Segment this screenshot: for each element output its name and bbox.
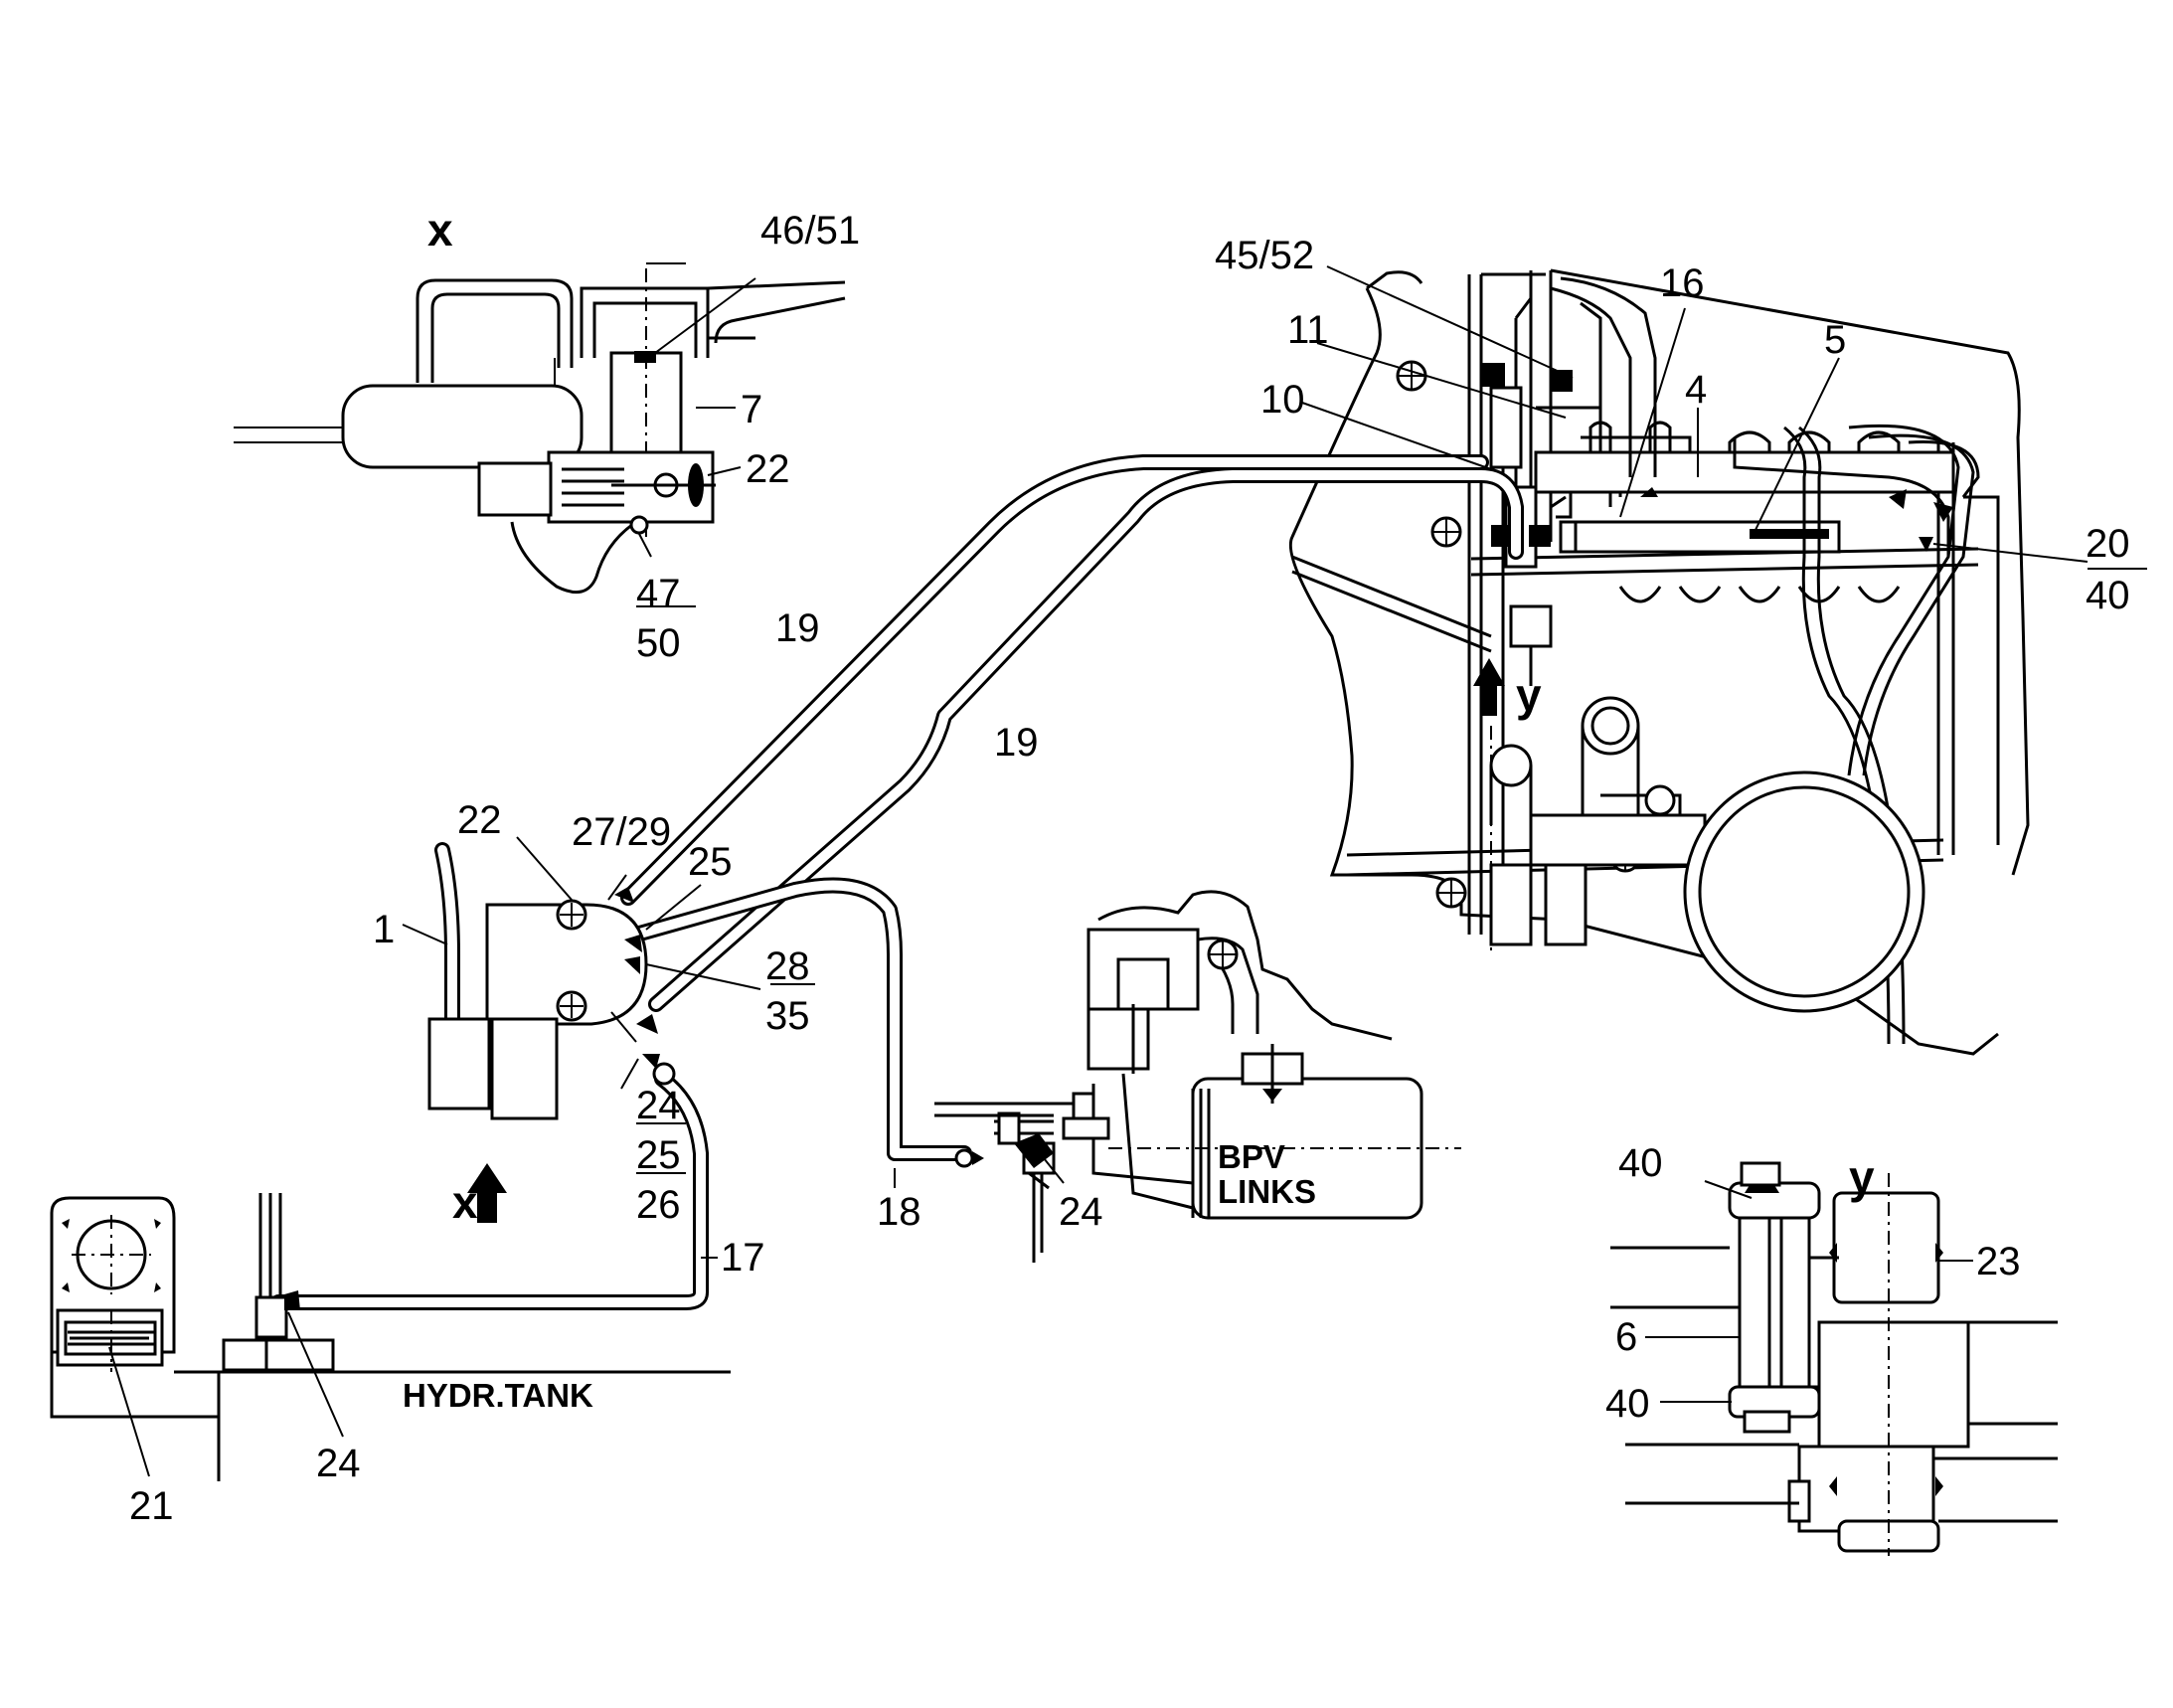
label-27-29: 27/29	[572, 810, 671, 854]
label-20: 20	[2086, 522, 2130, 566]
label-11: 11	[1287, 308, 1329, 352]
pipe-17	[270, 1071, 709, 1310]
label-24-tank: 24	[316, 1442, 361, 1485]
label-45-52: 45/52	[1215, 234, 1314, 277]
view-arrow-y	[1473, 658, 1505, 716]
arrow-up-icon	[467, 1163, 507, 1223]
bpv-label: BPV	[1218, 1138, 1285, 1175]
view-x-title: x	[427, 204, 453, 256]
label-40-right: 40	[2086, 574, 2130, 617]
valve-22	[427, 887, 676, 1120]
label-50: 50	[636, 621, 681, 665]
detail-view-y	[1610, 1161, 2058, 1556]
label-40-bottom: 40	[1605, 1382, 1650, 1426]
leader-lines	[108, 265, 2147, 1477]
label-7: 7	[741, 388, 762, 431]
label-18: 18	[877, 1190, 921, 1234]
pipe-1	[434, 842, 460, 1037]
label-22-mid: 22	[457, 798, 502, 842]
label-10: 10	[1260, 378, 1305, 422]
label-19-lower: 19	[994, 721, 1039, 765]
view-arrow-x	[467, 1163, 507, 1223]
label-47: 47	[636, 572, 681, 615]
hydr-tank-label: HYDR.TANK	[403, 1377, 593, 1414]
label-5: 5	[1824, 318, 1846, 362]
label-6: 6	[1615, 1315, 1637, 1359]
label-40-top: 40	[1618, 1141, 1663, 1185]
bpv-assembly	[934, 890, 1461, 1263]
view-y-title: y	[1849, 1151, 1875, 1203]
label-22-top: 22	[746, 447, 790, 491]
label-4: 4	[1685, 368, 1707, 412]
view-x-arrow-label: x	[452, 1176, 478, 1228]
engine-block	[1288, 268, 2030, 1056]
label-24-bpv: 24	[1059, 1190, 1103, 1234]
label-16: 16	[1660, 261, 1705, 305]
hydr-tank	[50, 1193, 731, 1481]
detail-view-x	[234, 262, 846, 595]
arrow-up-icon	[1473, 658, 1505, 716]
links-label: LINKS	[1218, 1173, 1316, 1210]
label-21: 21	[129, 1484, 174, 1528]
label-25-mid: 25	[636, 1133, 681, 1177]
view-y-arrow-label: y	[1516, 669, 1542, 721]
labels: x x y y 46/51 7 22 47 50 45/52 11 10 16 …	[129, 204, 2130, 1528]
pipe-19-upper	[620, 454, 1489, 906]
label-23: 23	[1976, 1240, 2021, 1283]
pipe-19-lower	[648, 467, 1524, 1012]
label-26: 26	[636, 1183, 681, 1227]
injector-row	[1588, 421, 1901, 603]
label-1: 1	[373, 908, 395, 951]
label-19-upper: 19	[775, 606, 820, 650]
label-25: 25	[688, 840, 733, 884]
label-17: 17	[721, 1236, 765, 1280]
label-28: 28	[765, 944, 810, 988]
label-24-mid: 24	[636, 1084, 681, 1127]
pipe-18	[628, 877, 972, 1161]
label-46-51: 46/51	[760, 209, 860, 253]
label-35: 35	[765, 994, 810, 1038]
